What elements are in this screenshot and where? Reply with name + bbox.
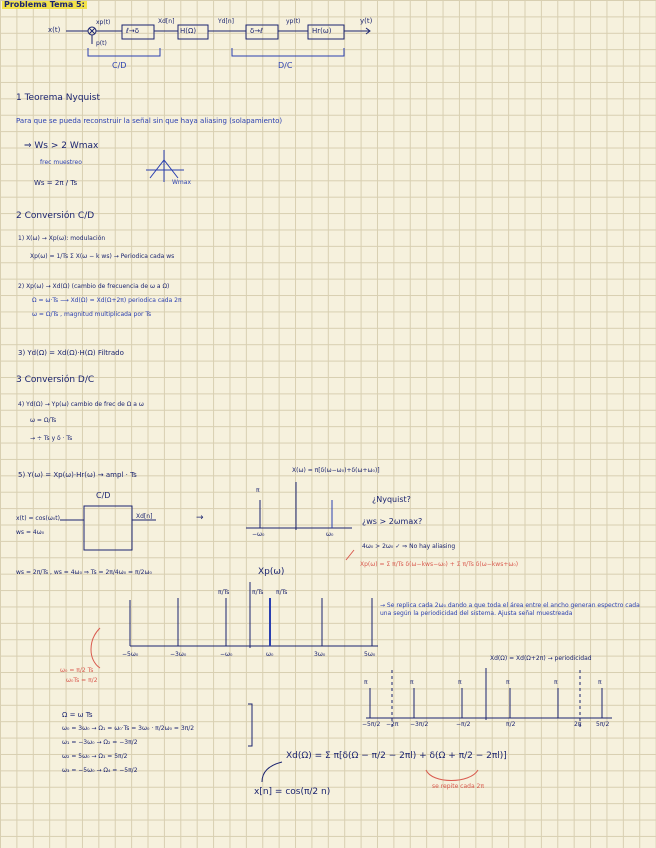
diagram-input: x(t) — [48, 27, 60, 34]
xd-tick-3: −3π/2 — [410, 722, 428, 728]
section-2-line-4: Ω = ω·Ts ⟶ Xd(Ω) = Xd(Ω+2π) periodica ca… — [32, 298, 182, 304]
xp-tick-2: −3ω₀ — [170, 652, 186, 658]
xp-note: → Se replica cada 2ω₀ dando a que toda e… — [380, 602, 648, 619]
xp-peak-right: π/Ts — [276, 590, 287, 596]
red-note-1: ω₀ = π/2 Ts — [60, 668, 93, 674]
xd-tick-2: −2π — [386, 722, 398, 728]
nyquist-question-2: ¿ws > 2ωmax? — [362, 518, 422, 526]
spectrum-neg-w0: −ω₀ — [252, 532, 264, 538]
xd-pi-2: π — [410, 680, 414, 686]
red-note-2: ω₀Ts = π/2 — [66, 678, 98, 684]
omega-line-4: ω₃ = −5ω₀ → Ω₄ = −5π/2 — [62, 768, 138, 774]
spectrum-title: X(ω) = π[δ(ω−ω₀)+δ(ω+ω₀)] — [292, 468, 380, 474]
spectrum-pos-w0: ω₀ — [326, 532, 333, 538]
omega-def: Ω = ω Ts — [62, 712, 93, 719]
xd-title: Xd(Ω) = Xd(Ω+2π) → periodicidad — [490, 656, 592, 662]
xp-tick-4: ω₀ — [266, 652, 273, 658]
diagram-yd-label: Yd[n] — [218, 19, 234, 25]
xp-tick-3: −ω₀ — [220, 652, 232, 658]
xd-tick-5: π/2 — [506, 722, 515, 728]
diagram-block-1: ℓ→δ — [126, 28, 139, 35]
xd-pi-4: π — [506, 680, 510, 686]
section-2-line-3: 2) Xp(ω) → Xd(Ω) (cambio de frecuencia d… — [18, 284, 169, 290]
cd-block-ws: ws = 4ω₀ — [16, 530, 44, 536]
cd-block-input: x(t) = cos(ω₀t) — [16, 516, 60, 522]
cd-arrow: → — [196, 514, 204, 523]
section-3-line-2: ω = Ω/Ts — [30, 418, 56, 424]
section-3-line-1: 4) Yd(Ω) → Yp(ω) cambio de frec de Ω a ω — [18, 402, 144, 408]
final-equation: Xd(Ω) = Σ π[δ(Ω − π/2 − 2πl) + δ(Ω + π/2… — [286, 752, 507, 761]
xd-tick-7: 5π/2 — [596, 722, 609, 728]
page-title: Problema Tema 5: — [2, 1, 87, 9]
diagram-block-2: H(Ω) — [180, 28, 196, 35]
diagram-yp-label: yp(t) — [286, 19, 300, 25]
xp-tick-6: 5ω₀ — [364, 652, 375, 658]
section-2-heading: 2 Conversión C/D — [16, 212, 94, 221]
xd-pi-5: π — [554, 680, 558, 686]
section-2-line-5: ω = Ω/Ts , magnitud multiplicada por Ts — [32, 312, 151, 318]
cd-block-label: C/D — [96, 492, 110, 500]
spectrum-pi: π — [256, 488, 260, 494]
omega-line-3: ω₂ = 5ω₀ → Ω₃ = 5π/2 — [62, 754, 127, 760]
final-red-note: se repite cada 2π — [432, 784, 484, 790]
xp-tick-5: 3ω₀ — [314, 652, 325, 658]
diagram-cd-label: C/D — [112, 62, 126, 70]
final-result: x[n] = cos(π/2 n) — [254, 788, 330, 797]
section-2-line-2: Xp(ω) = 1/Ts Σ X(ω − k ws) → Periodica c… — [30, 254, 174, 260]
triangle-label: Wmax — [172, 180, 191, 186]
nyquist-freq-label: frec muestreo — [40, 160, 82, 166]
diagram-block-3: δ→ℓ — [250, 28, 263, 35]
xp-sum-formula: Xp(ω) = Σ π/Ts δ(ω−kws−ω₀) + Σ π/Ts δ(ω−… — [360, 562, 518, 568]
omega-line-2: ω₁ = −3ω₀ → Ω₂ = −3π/2 — [62, 740, 138, 746]
omega-line-1: ω₀ = 3ω₀ → Ω₁ = ω₀·Ts = 3ω₀ · π/2ω₀ = 3π… — [62, 726, 194, 732]
xd-tick-6: 2π — [574, 722, 581, 728]
xd-pi-3: π — [458, 680, 462, 686]
nyquist-condition: ⇒ Ws > 2 Wmax — [24, 142, 98, 151]
ts-derivation: ws = 2π/Ts , ws = 4ω₀ ⇒ Ts = 2π/4ω₀ = π/… — [16, 570, 152, 576]
section-3-heading: 3 Conversión D/C — [16, 376, 94, 385]
ws-definition: Ws = 2π / Ts — [34, 180, 77, 187]
xp-peak-left: π/Ts — [218, 590, 229, 596]
xd-pi-6: π — [598, 680, 602, 686]
xd-tick-4: −π/2 — [456, 722, 470, 728]
xp-peak-mid: π/Ts — [252, 590, 263, 596]
nyquist-answer: 4ω₀ > 2ω₀ ✓ ⇒ No hay aliasing — [362, 544, 455, 550]
section-5-line: 5) Y(ω) = Xp(ω)·Hr(ω) → ampl · Ts — [18, 472, 137, 479]
nyquist-question: ¿Nyquist? — [372, 496, 411, 504]
xp-tick-1: −5ω₀ — [122, 652, 138, 658]
xp-title: Xp(ω) — [258, 568, 284, 577]
xd-pi-1: π — [364, 680, 368, 686]
section-1-heading: 1 Teorema Nyquist — [16, 94, 100, 103]
cd-block-output: Xd[n] — [136, 514, 152, 520]
diagram-output: y(t) — [360, 18, 372, 25]
section-2-line-1: 1) X(ω) → Xp(ω): modulación — [18, 236, 105, 242]
section-1-line: Para que se pueda reconstruir la señal s… — [16, 118, 282, 125]
section-2-line-6: 3) Yd(Ω) = Xd(Ω)·H(Ω) Filtrado — [18, 350, 124, 357]
section-3-line-3: → ÷ Ts y δ · Ts — [30, 436, 72, 442]
xd-tick-1: −5π/2 — [362, 722, 380, 728]
diagram-xd-label: Xd[n] — [158, 19, 174, 25]
diagram-xp-label: xp(t) — [96, 20, 110, 26]
diagram-dc-label: D/C — [278, 62, 292, 70]
diagram-pt-label: p(t) — [96, 41, 107, 47]
diagram-block-4: Hr(ω) — [312, 28, 331, 35]
